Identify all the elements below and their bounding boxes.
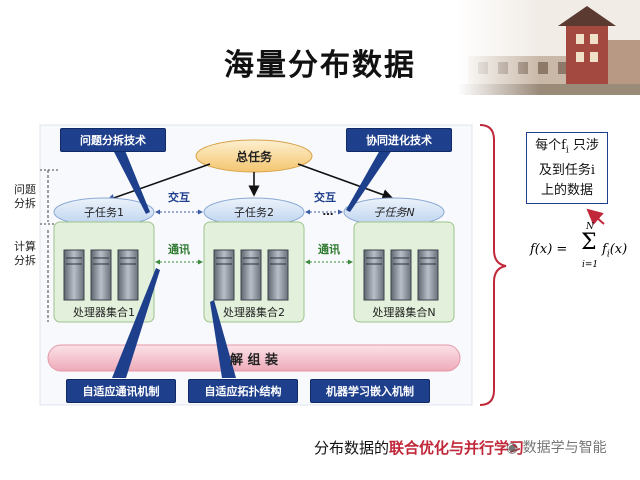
footer-prefix: 分布数据的 xyxy=(314,439,390,457)
pointer-wedge-split xyxy=(112,148,150,214)
problem-split-label: 问题 分拆 xyxy=(14,183,36,210)
decode-bar xyxy=(47,344,461,372)
annotation-sub: i xyxy=(565,145,569,156)
formula-lhs: f(x) = xyxy=(530,242,568,257)
watermark: ◉ 数据学与智能 xyxy=(506,440,607,456)
annotation-box: 每个fi 只涉 及到任务i 上的数据 xyxy=(526,132,608,204)
interact-label-2: 交互 xyxy=(314,191,336,204)
formula-arrow xyxy=(586,208,605,226)
footer-caption: 分布数据的联合优化与并行学习 xyxy=(314,437,524,458)
formula-term-f: f xyxy=(602,242,607,257)
formula-term-arg: (x) xyxy=(609,242,628,257)
right-brace xyxy=(479,124,507,406)
footer-highlight: 联合优化与并行学习 xyxy=(389,439,525,457)
interact-label-1: 交互 xyxy=(168,191,190,204)
tech-coevolution: 协同进化技术 xyxy=(346,128,452,152)
annotation-line1: 每个f xyxy=(535,138,566,153)
tech-ml-embedding: 机器学习嵌入机制 xyxy=(310,379,430,403)
server-icon-group-1 xyxy=(63,249,139,301)
comm-label-1: 通讯 xyxy=(168,243,190,256)
pointer-wedge-comm xyxy=(112,268,160,378)
server-icon-group-2 xyxy=(213,249,289,301)
comm-label-2: 通讯 xyxy=(318,243,340,256)
tech-adaptive-comm: 自适应通讯机制 xyxy=(66,379,176,403)
subtask-label-1: 子任务1 xyxy=(84,206,124,219)
tech-adaptive-topology: 自适应拓扑结构 xyxy=(188,379,298,403)
pointer-wedge-topo xyxy=(210,300,236,378)
subtask-label-2: 子任务2 xyxy=(234,206,274,219)
annotation-line1b: 只涉 xyxy=(568,138,599,153)
formula-term: fi(x) xyxy=(602,242,627,260)
ellipsis-mark: … xyxy=(322,204,334,218)
page-title: 海量分布数据 xyxy=(224,48,416,83)
pointer-wedge-coevo xyxy=(346,150,392,212)
building-illustration xyxy=(458,0,640,95)
formula-sum-bottom: i=1 xyxy=(582,260,599,270)
formula-sum-top: N xyxy=(586,222,594,232)
decode-label: 解 组 装 xyxy=(229,352,279,368)
formula-term-sub: i xyxy=(606,249,610,260)
processor-set-label-n: 处理器集合N xyxy=(372,306,436,319)
processor-set-label-1: 处理器集合1 xyxy=(73,306,135,319)
compute-split-label: 计算 分拆 xyxy=(14,240,36,267)
subtask-label-n: 子任务N xyxy=(373,206,415,219)
sigma-icon: Σ xyxy=(581,230,597,255)
formula: f(x) = N Σ i=1 fi(x) xyxy=(530,222,640,286)
main-task-label: 总任务 xyxy=(235,149,272,164)
annotation-line3: 上的数据 xyxy=(540,182,593,198)
processor-set-label-2: 处理器集合2 xyxy=(223,306,285,319)
server-icon-group-n xyxy=(363,249,439,301)
annotation-line2: 及到任务i xyxy=(538,162,596,178)
tech-problem-split: 问题分拆技术 xyxy=(60,128,166,152)
